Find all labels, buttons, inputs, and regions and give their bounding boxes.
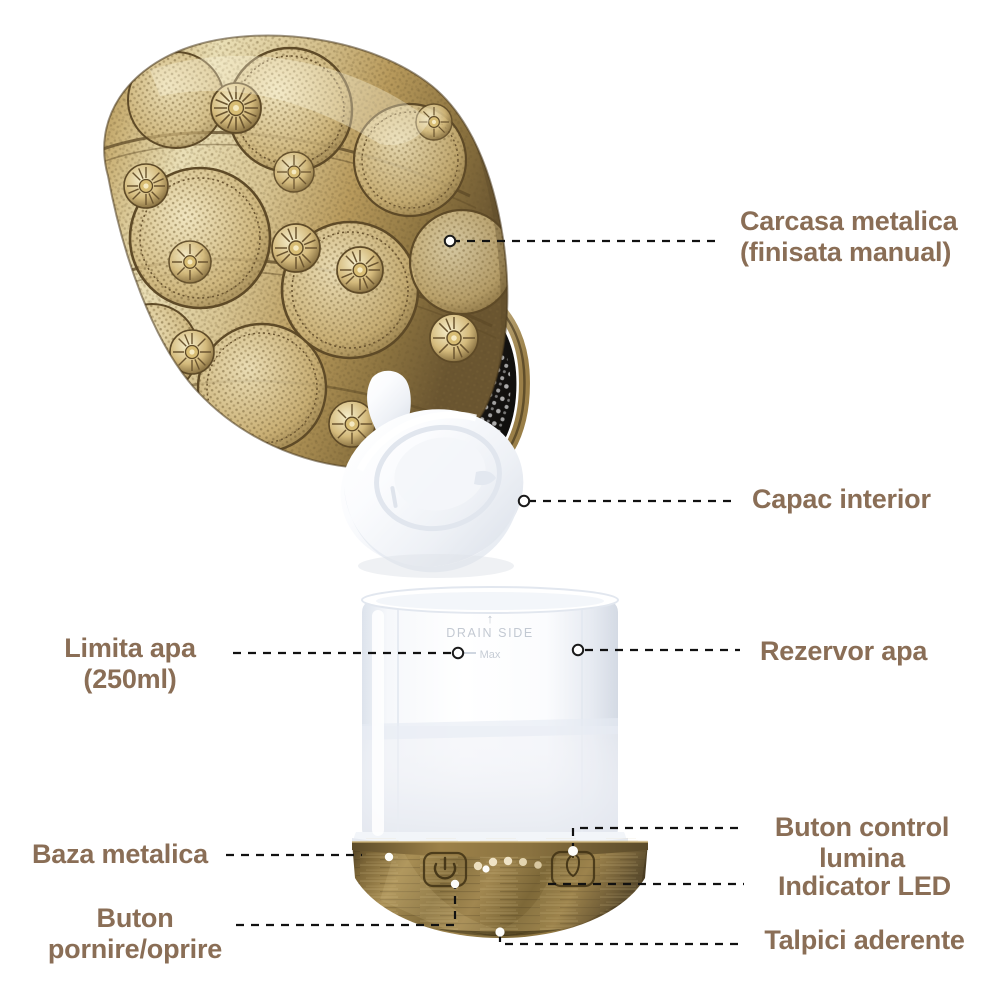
svg-text:↑: ↑ xyxy=(487,611,494,626)
callout-power-button-label: Buton pornire/oprire xyxy=(47,903,223,964)
leader-anchors xyxy=(443,234,585,660)
anchor-tank xyxy=(571,643,585,657)
led-indicator-graphic xyxy=(473,856,542,871)
callout-tank-label: Rezervor apa xyxy=(760,636,928,666)
drain-side-text: DRAIN SIDE xyxy=(446,626,534,640)
anchor-light xyxy=(568,846,578,856)
callout-feet-label: Talpici aderente xyxy=(764,925,965,955)
anchor-limit xyxy=(451,646,465,660)
callout-led-label: Indicator LED xyxy=(778,871,951,901)
power-button-graphic[interactable] xyxy=(422,851,468,888)
anchor-shell xyxy=(443,234,457,248)
anchor-base xyxy=(384,852,394,862)
leader-anchors-solid xyxy=(384,846,578,937)
callout-lid-label: Capac interior xyxy=(752,484,931,514)
callout-shell-label: Carcasa metalica (finisata manual) xyxy=(740,206,958,267)
tank-markings: ↑ DRAIN SIDE Max xyxy=(446,611,534,661)
anchor-feet xyxy=(495,927,505,937)
leader-light xyxy=(571,826,738,851)
inner-lid-graphic xyxy=(340,370,524,578)
anchor-lid xyxy=(517,494,531,508)
anchor-led xyxy=(482,865,490,873)
callout-base-label: Baza metalica xyxy=(32,839,208,869)
callout-water-limit-label: Limita apa (250ml) xyxy=(64,633,196,694)
max-level-text: Max xyxy=(480,649,501,661)
floret-ornaments xyxy=(123,82,479,448)
callout-light-button-label: Buton control lumina xyxy=(774,812,950,873)
leader-feet xyxy=(498,934,738,946)
anchor-power xyxy=(450,879,460,889)
leader-power xyxy=(236,888,457,927)
